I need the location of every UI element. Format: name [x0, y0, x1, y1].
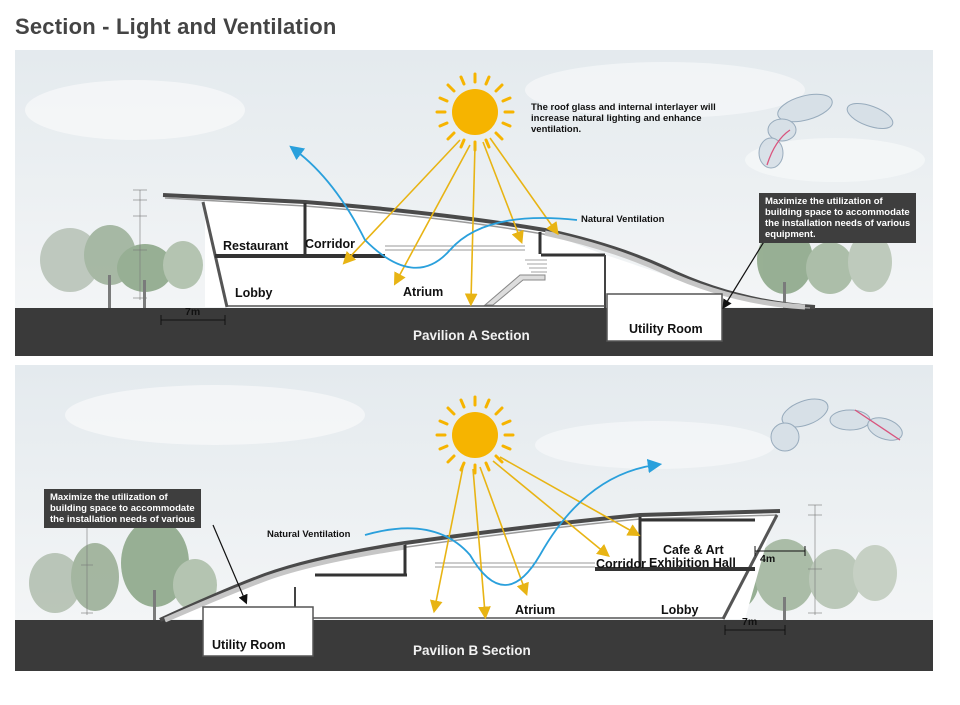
roof-note: The roof glass and internal interlayer w… [531, 102, 716, 135]
airflow-arrow [289, 145, 578, 269]
sun-icon [435, 395, 515, 475]
plan-sketch-icon [770, 398, 903, 452]
section-name: Pavilion B Section [413, 643, 531, 658]
restaurant-label: Restaurant [223, 239, 289, 253]
trees-right [757, 226, 892, 308]
section-name: Pavilion A Section [413, 328, 530, 343]
utility-room-label: Utility Room [212, 638, 286, 652]
space-callout: Maximize the utilization of building spa… [759, 193, 917, 243]
plan-sketch-icon [758, 93, 894, 169]
roof-note-line-1: The roof glass and internal interlayer w… [531, 102, 716, 113]
dimension-7m: 7m [185, 306, 201, 318]
dimension-4m: 4m [760, 553, 776, 565]
callout-line-1: Maximize the utilization of [765, 196, 883, 207]
atrium-label: Atrium [515, 603, 556, 617]
space-callout: Maximize the utilization of building spa… [44, 489, 202, 528]
corridor-label: Corridor [305, 237, 355, 251]
ground [15, 620, 933, 671]
pavilion-a-drawing [15, 50, 933, 356]
callout-line-4: equipment. [765, 229, 816, 240]
callout-line-3: the installation needs of various [765, 218, 911, 229]
utility-room-box [202, 606, 314, 657]
pavilion-b-building [81, 504, 822, 657]
callout-line-2: building space to accommodate [765, 207, 910, 218]
pavilion-b-panel: Maximize the utilization of building spa… [15, 365, 933, 671]
trees-left [40, 225, 203, 308]
trees-left [29, 519, 217, 620]
utility-room-label: Utility Room [629, 322, 703, 336]
sun-icon [435, 72, 515, 152]
callout-line-3: the installation needs of various [50, 514, 196, 525]
roof-note-line-2: increase natural lighting and enhance [531, 113, 702, 124]
pavilion-b-drawing [15, 365, 933, 671]
pavilion-a-building [133, 189, 816, 342]
cafe-label-line-2: Exhibition Hall [649, 556, 736, 570]
utility-room-box [606, 293, 723, 342]
atrium-label: Atrium [403, 285, 444, 299]
ground [15, 308, 933, 356]
callout-line-2: building space to accommodate [50, 503, 195, 514]
roof-note-line-3: ventilation. [531, 124, 582, 135]
pavilion-a-panel: The roof glass and internal interlayer w… [15, 50, 933, 356]
airflow-arrow [364, 458, 663, 586]
lobby-label: Lobby [235, 286, 273, 300]
corridor-label: Corridor [596, 557, 646, 571]
lobby-label: Lobby [661, 603, 699, 617]
sunlight-rays [342, 137, 559, 307]
dimension-7m: 7m [742, 616, 758, 628]
cafe-label-line-1: Cafe & Art [663, 543, 724, 557]
ventilation-label: Natural Ventilation [581, 214, 665, 225]
ventilation-label: Natural Ventilation [267, 529, 351, 540]
callout-line-1: Maximize the utilization of [50, 492, 168, 503]
page-title: Section - Light and Ventilation [15, 14, 337, 39]
